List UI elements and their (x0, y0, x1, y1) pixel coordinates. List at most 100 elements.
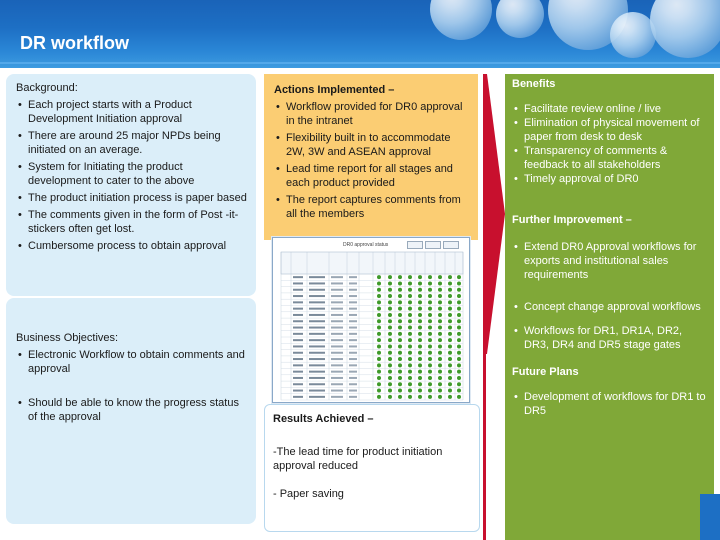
report-cell-text (309, 351, 325, 354)
report-cell-text (309, 395, 325, 398)
report-cell-text (331, 345, 343, 348)
status-dot (448, 294, 452, 299)
status-dot (418, 369, 422, 374)
status-dot (418, 363, 422, 368)
status-dot (388, 382, 392, 387)
status-dot (428, 369, 432, 374)
status-dot (457, 369, 461, 374)
report-cell-text (293, 339, 303, 342)
actions-heading: Actions Implemented – (274, 84, 395, 96)
status-dot (448, 388, 452, 393)
status-dot (377, 382, 381, 387)
status-dot (457, 331, 461, 336)
status-dot (457, 306, 461, 311)
report-cell-text (349, 332, 357, 335)
report-cell-text (309, 282, 325, 285)
report-cell-text (349, 376, 357, 379)
report-cell-text (331, 351, 343, 354)
status-dot (377, 331, 381, 336)
status-dot (398, 363, 402, 368)
report-cell-text (331, 288, 343, 291)
status-dot (408, 331, 412, 336)
report-screenshot: DR0 approval status (272, 237, 470, 403)
report-cell-text (293, 332, 303, 335)
status-dot (388, 331, 392, 336)
status-dot (398, 319, 402, 324)
report-cell-text (309, 320, 325, 323)
status-dot (398, 294, 402, 299)
decorative-orb (610, 12, 656, 58)
status-dot (377, 369, 381, 374)
background-panel: Background: Each project starts with a P… (6, 74, 256, 296)
status-dot (377, 281, 381, 286)
report-cell-text (309, 295, 325, 298)
list-item: The product initiation process is paper … (16, 191, 248, 205)
status-dot (388, 312, 392, 317)
status-dot (408, 394, 412, 399)
list-item: Cumbersome process to obtain approval (16, 239, 248, 253)
status-dot (388, 287, 392, 292)
status-dot (408, 300, 412, 305)
list-item: Elimination of physical movement of pape… (512, 116, 710, 144)
status-dot (438, 382, 442, 387)
benefits-panel: Benefits Facilitate review online / live… (505, 74, 714, 540)
list-item: Facilitate review online / live (512, 102, 710, 116)
report-cell-text (349, 339, 357, 342)
status-dot (377, 275, 381, 280)
status-dot (398, 344, 402, 349)
report-cell-text (309, 345, 325, 348)
status-dot (398, 325, 402, 330)
status-dot (448, 344, 452, 349)
report-cell-text (293, 295, 303, 298)
status-dot (438, 375, 442, 380)
page-title: DR workflow (20, 33, 130, 53)
report-cell-text (309, 332, 325, 335)
status-dot (398, 338, 402, 343)
status-dot (408, 350, 412, 355)
status-dot (408, 375, 412, 380)
status-dot (408, 363, 412, 368)
decorative-orb (650, 0, 720, 58)
future-list: Development of workflows for DR1 to DR5 (512, 390, 710, 418)
report-cell-text (349, 383, 357, 386)
status-dot (428, 306, 432, 311)
report-cell-text (349, 301, 357, 304)
status-dot (418, 300, 422, 305)
list-item: Electronic Workflow to obtain comments a… (16, 348, 248, 376)
status-dot (428, 350, 432, 355)
status-dot (438, 319, 442, 324)
status-dot (388, 325, 392, 330)
status-dot (428, 375, 432, 380)
list-item: There are around 25 major NPDs being ini… (16, 129, 248, 157)
status-dot (457, 338, 461, 343)
list-item: Flexibility built in to accommodate 2W, … (274, 131, 472, 159)
future-heading: Future Plans (512, 366, 579, 378)
status-dot (448, 382, 452, 387)
report-cell-text (293, 326, 303, 329)
status-dot (398, 357, 402, 362)
status-dot (457, 357, 461, 362)
list-item: The report captures comments from all th… (274, 193, 472, 221)
status-dot (448, 275, 452, 280)
status-dot (377, 344, 381, 349)
status-dot (408, 344, 412, 349)
status-dot (398, 375, 402, 380)
status-dot (457, 394, 461, 399)
report-cell-text (293, 364, 303, 367)
report-cell-text (293, 358, 303, 361)
status-dot (457, 275, 461, 280)
report-cell-text (293, 370, 303, 373)
objectives-list: Electronic Workflow to obtain comments a… (16, 348, 248, 424)
background-list: Each project starts with a Product Devel… (16, 98, 248, 253)
status-dot (448, 319, 452, 324)
report-tab (425, 241, 441, 249)
status-dot (398, 275, 402, 280)
status-dot (418, 394, 422, 399)
status-dot (448, 331, 452, 336)
report-cell-text (309, 307, 325, 310)
benefits-list: Facilitate review online / live Eliminat… (512, 102, 710, 186)
report-cell-text (349, 358, 357, 361)
status-dot (408, 388, 412, 393)
status-dot (388, 275, 392, 280)
status-dot (428, 394, 432, 399)
